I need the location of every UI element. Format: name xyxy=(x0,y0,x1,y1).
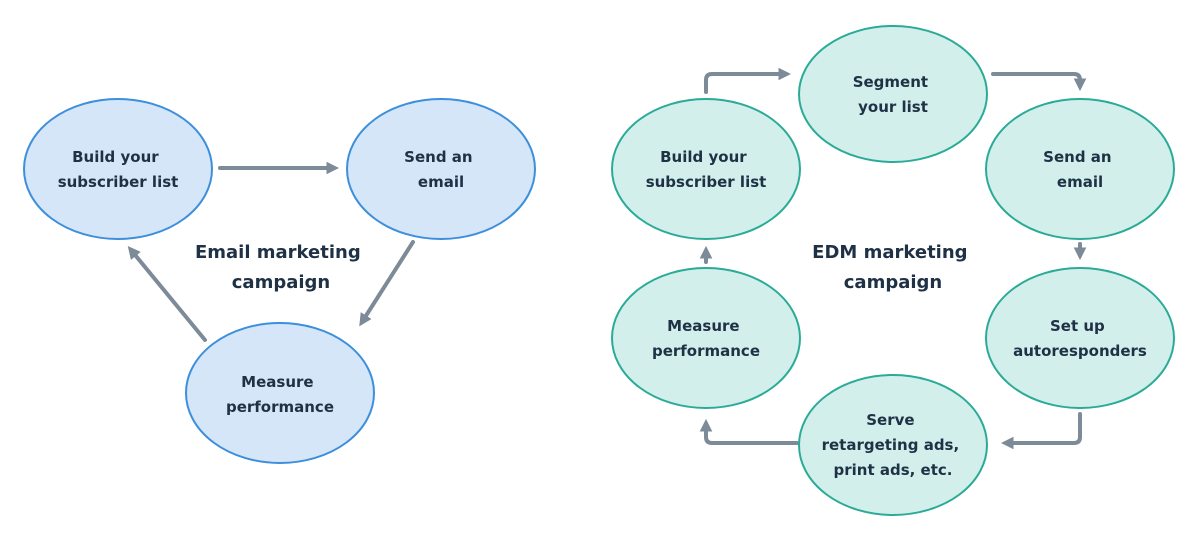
email-arrow-send-to-measure xyxy=(359,240,415,327)
edm-diagram-title: EDM marketing campaign xyxy=(812,242,974,293)
edm-node-send-line-2: email xyxy=(1057,173,1103,191)
edm-node-serve-label: Serve retargeting ads, print ads, etc. xyxy=(822,411,965,479)
email-arrow-measure-to-build xyxy=(127,246,207,342)
edm-node-send: Send an email xyxy=(985,98,1175,240)
edm-node-build-line-2: subscriber list xyxy=(646,173,767,191)
email-campaign-diagram: Build your subscriber list Send an email… xyxy=(23,98,536,464)
email-node-measure: Measure performance xyxy=(185,322,375,464)
edm-node-measure-line-1: Measure xyxy=(667,317,739,335)
edm-node-serve: Serve retargeting ads, print ads, etc. xyxy=(798,374,988,516)
email-node-build-line-1: Build your xyxy=(72,148,159,166)
edm-node-serve-line-3: print ads, etc. xyxy=(834,461,953,479)
edm-node-autoresponders-line-1: Set up xyxy=(1050,317,1105,335)
edm-node-autoresponders-line-2: autoresponders xyxy=(1013,342,1147,360)
email-diagram-title: Email marketing campaign xyxy=(195,242,367,293)
edm-arrows xyxy=(699,67,1087,450)
edm-node-autoresponders-label: Set up autoresponders xyxy=(1013,317,1147,360)
edm-node-segment-shape xyxy=(798,25,988,163)
email-node-build-shape xyxy=(23,98,213,240)
edm-node-build: Build your subscriber list xyxy=(611,98,801,240)
email-node-build: Build your subscriber list xyxy=(23,98,213,240)
email-node-send-label: Send an email xyxy=(404,148,478,191)
edm-node-build-shape xyxy=(611,98,801,240)
email-node-send-line-2: email xyxy=(418,173,464,191)
edm-node-autoresponders-shape xyxy=(985,267,1175,409)
email-node-measure-label: Measure performance xyxy=(226,373,334,416)
edm-node-segment: Segment your list xyxy=(798,25,988,163)
edm-arrow-autoresponders-to-serve xyxy=(1000,412,1082,450)
edm-node-measure: Measure performance xyxy=(611,267,801,409)
edm-node-segment-line-1: Segment xyxy=(853,73,928,91)
email-node-measure-line-1: Measure xyxy=(241,373,313,391)
email-arrows xyxy=(127,161,415,342)
edm-node-build-label: Build your subscriber list xyxy=(646,148,767,191)
edm-node-autoresponders: Set up autoresponders xyxy=(985,267,1175,409)
edm-campaign-diagram: Segment your list Send an email Set up a… xyxy=(611,25,1175,516)
email-node-send-shape xyxy=(346,98,536,240)
edm-diagram-title-line-1: EDM marketing xyxy=(812,242,967,263)
edm-node-measure-label: Measure performance xyxy=(652,317,760,360)
edm-node-measure-line-2: performance xyxy=(652,342,760,360)
edm-node-serve-line-1: Serve xyxy=(866,411,914,429)
edm-diagram-title-line-2: campaign xyxy=(844,272,942,293)
edm-node-segment-label: Segment your list xyxy=(853,73,934,116)
email-node-measure-shape xyxy=(185,322,375,464)
edm-node-measure-shape xyxy=(611,267,801,409)
edm-node-serve-shape xyxy=(798,374,988,516)
edm-node-build-line-1: Build your xyxy=(660,148,747,166)
email-node-send: Send an email xyxy=(346,98,536,240)
edm-node-serve-line-2: retargeting ads, xyxy=(822,436,960,454)
edm-arrow-build-to-segment xyxy=(704,67,792,94)
edm-node-send-shape xyxy=(985,98,1175,240)
edm-arrow-segment-to-send xyxy=(991,72,1087,92)
edm-arrow-serve-to-measure xyxy=(699,418,799,445)
edm-node-segment-line-2: your list xyxy=(858,98,928,116)
email-node-measure-line-2: performance xyxy=(226,398,334,416)
email-node-send-line-1: Send an xyxy=(404,148,472,166)
email-diagram-title-line-2: campaign xyxy=(232,272,330,293)
email-node-build-line-2: subscriber list xyxy=(58,173,179,191)
edm-node-send-label: Send an email xyxy=(1043,148,1117,191)
email-node-build-label: Build your subscriber list xyxy=(58,148,179,191)
email-diagram-title-line-1: Email marketing xyxy=(195,242,361,263)
edm-node-send-line-1: Send an xyxy=(1043,148,1111,166)
